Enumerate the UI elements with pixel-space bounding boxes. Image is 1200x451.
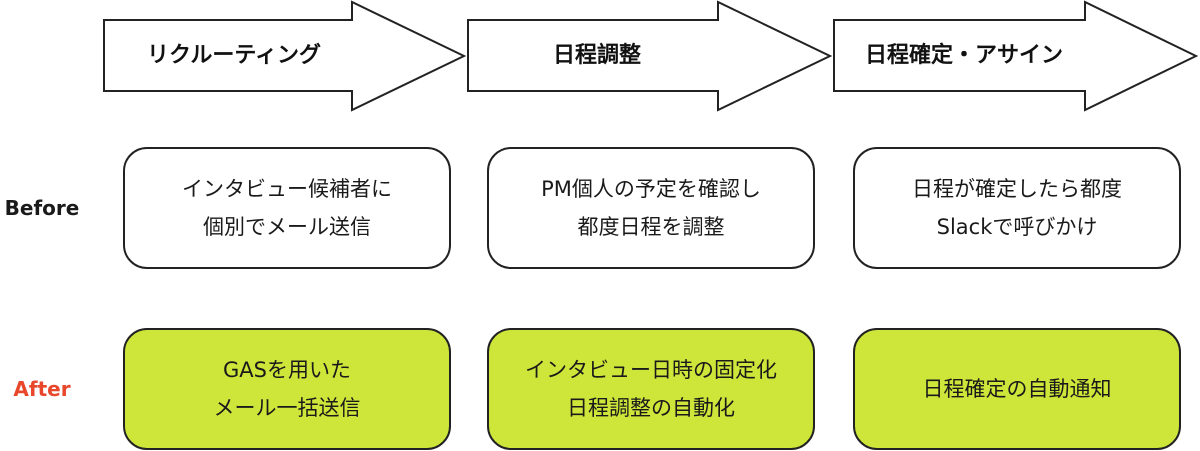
row-label-after: After (13, 377, 71, 401)
before-box-confirm: 日程が確定したら都度 Slackで呼びかけ (853, 147, 1181, 269)
row-label-before: Before (4, 196, 80, 220)
after-box-recruiting-line-2: メール一括送信 (213, 396, 361, 420)
before-box-recruiting: インタビュー候補者に 個別でメール送信 (123, 147, 451, 269)
before-box-recruiting-line-1: インタビュー候補者に (182, 177, 392, 201)
after-box-recruiting-line-1: GASを用いた (223, 358, 351, 382)
before-box-recruiting-line-2: 個別でメール送信 (203, 215, 371, 239)
stage-label-recruiting: リクルーティング (146, 43, 322, 68)
stage-label-confirm-assign: 日程確定・アサイン (864, 43, 1063, 68)
before-box-scheduling: PM個人の予定を確認し 都度日程を調整 (487, 147, 815, 269)
stage-arrow-3 (833, 0, 1199, 112)
before-box-scheduling-line-1: PM個人の予定を確認し (541, 177, 761, 201)
stage-arrow-1 (103, 0, 467, 112)
after-box-scheduling: インタビュー日時の固定化 日程調整の自動化 (487, 328, 815, 450)
after-box-scheduling-line-2: 日程調整の自動化 (567, 396, 735, 420)
after-box-scheduling-line-1: インタビュー日時の固定化 (525, 358, 777, 382)
after-box-confirm-line-1: 日程確定の自動通知 (922, 377, 1112, 401)
before-box-scheduling-line-2: 都度日程を調整 (577, 215, 725, 239)
before-box-confirm-line-1: 日程が確定したら都度 (912, 177, 1122, 201)
after-box-confirm: 日程確定の自動通知 (853, 328, 1181, 450)
before-box-confirm-line-2: Slackで呼びかけ (936, 215, 1098, 239)
after-box-recruiting: GASを用いた メール一括送信 (123, 328, 451, 450)
stage-arrow-2 (467, 0, 833, 112)
stage-label-scheduling: 日程調整 (552, 43, 641, 68)
